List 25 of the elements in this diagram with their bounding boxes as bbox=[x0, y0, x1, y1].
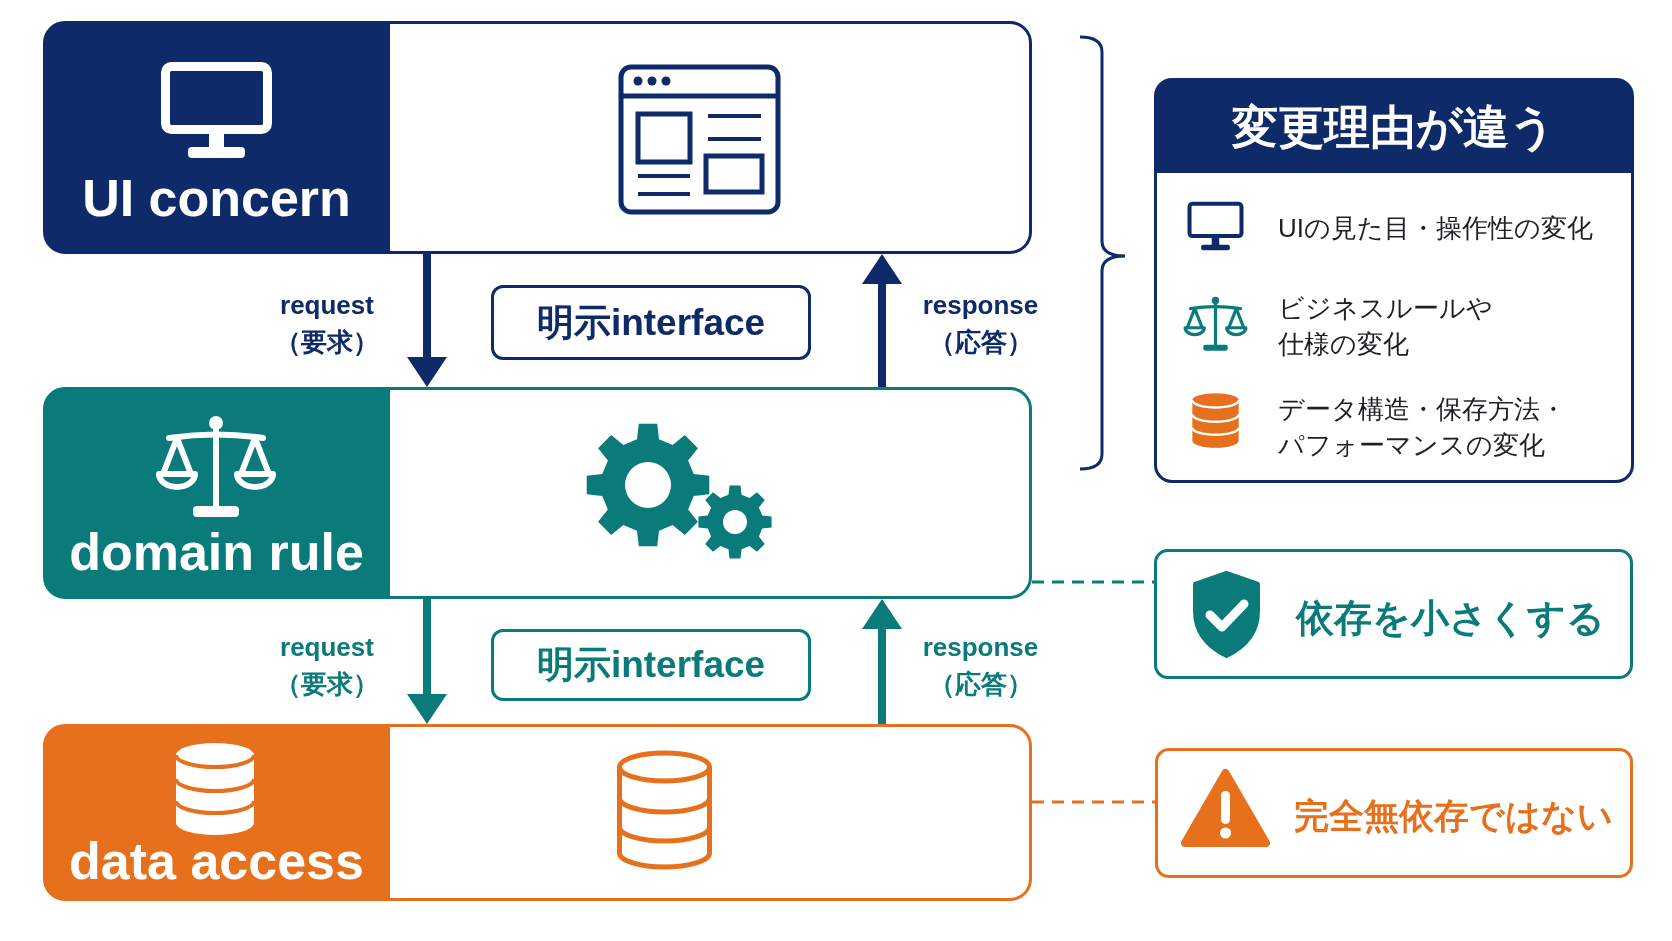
interface-box bbox=[491, 285, 811, 360]
layer-card bbox=[43, 387, 1032, 599]
layer-card bbox=[43, 21, 1032, 254]
layer-title: UI concern bbox=[82, 172, 351, 224]
layer-title: data access bbox=[69, 835, 364, 887]
panel-item-text: ビジネスルールや仕様の変化 bbox=[1278, 292, 1494, 361]
arrow bbox=[407, 254, 447, 387]
info-panel bbox=[1154, 78, 1634, 483]
callout-box bbox=[1154, 549, 1633, 679]
interface-box bbox=[491, 629, 811, 701]
layer-title: domain rule bbox=[69, 526, 364, 578]
arrow bbox=[862, 599, 902, 724]
callout-text: 完全無依存ではない bbox=[1294, 796, 1613, 836]
dashed-connector bbox=[1032, 580, 1154, 584]
panel-item-text: UIの見た目・操作性の変化 bbox=[1278, 212, 1593, 245]
panel-item-text: データ構造・保存方法・パフォーマンスの変化 bbox=[1278, 393, 1567, 462]
callout-box bbox=[1155, 748, 1633, 878]
callout-text: 依存を小さくする bbox=[1296, 598, 1605, 640]
interface-label: 明示interface bbox=[536, 644, 766, 686]
panel-title: 変更理由が違う bbox=[1232, 101, 1556, 153]
dashed-connector bbox=[1032, 800, 1155, 804]
layer-card bbox=[43, 724, 1032, 901]
arrow bbox=[862, 254, 902, 387]
interface-label: 明示interface bbox=[536, 302, 766, 343]
arrow bbox=[407, 599, 447, 724]
